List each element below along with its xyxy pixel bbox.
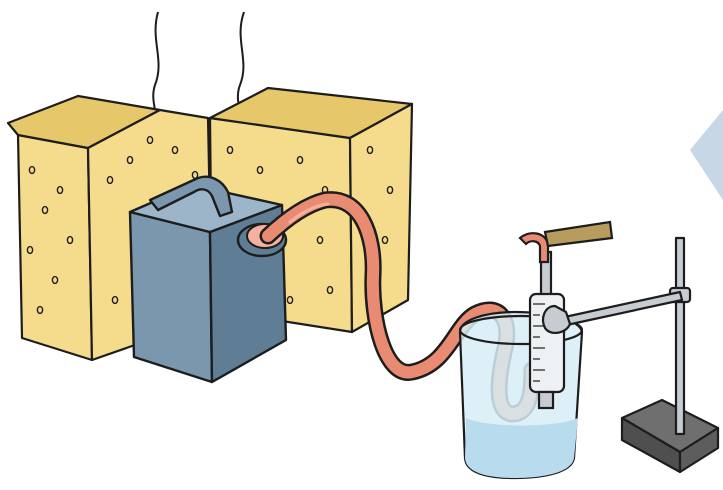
foam-pore bbox=[316, 235, 324, 245]
clamp-body bbox=[543, 220, 614, 248]
foam-pore bbox=[256, 165, 264, 175]
clamp-tubing-top bbox=[518, 232, 550, 264]
stand-rod bbox=[674, 236, 686, 436]
canister-handle bbox=[148, 175, 234, 218]
foam-pore bbox=[326, 285, 334, 295]
foam-pore bbox=[56, 185, 64, 195]
foam-pore bbox=[226, 145, 234, 155]
foam-pore bbox=[106, 175, 114, 185]
pinch-clamp bbox=[518, 220, 614, 264]
beaker-water bbox=[465, 418, 578, 478]
syringe-tip bbox=[537, 390, 555, 410]
foam-pore bbox=[41, 205, 49, 215]
foam-pore bbox=[171, 145, 179, 155]
foam-pore bbox=[296, 155, 304, 165]
beaker-rim bbox=[458, 314, 584, 346]
foam-pores bbox=[26, 135, 394, 325]
tubing-highlight bbox=[288, 202, 330, 224]
foam-pore bbox=[36, 305, 44, 315]
stand-clamp-jaw bbox=[541, 304, 572, 334]
foam-pore bbox=[381, 235, 389, 245]
gas-canister bbox=[128, 175, 288, 384]
foam-pore bbox=[66, 235, 74, 245]
retort-stand bbox=[541, 236, 720, 474]
corner-triangle-shape bbox=[690, 110, 723, 200]
stand-arm bbox=[558, 290, 684, 328]
foam-pore bbox=[366, 145, 374, 155]
foam-pore bbox=[286, 295, 294, 305]
stand-base-front bbox=[678, 426, 720, 474]
canister-front bbox=[128, 210, 214, 384]
foam-pore bbox=[111, 295, 119, 305]
foam-pore bbox=[28, 165, 36, 175]
foam-pore bbox=[51, 275, 59, 285]
foam-pore bbox=[26, 245, 34, 255]
foam-pore bbox=[146, 135, 154, 145]
foam-pore bbox=[126, 155, 134, 165]
foam-pore bbox=[386, 185, 394, 195]
